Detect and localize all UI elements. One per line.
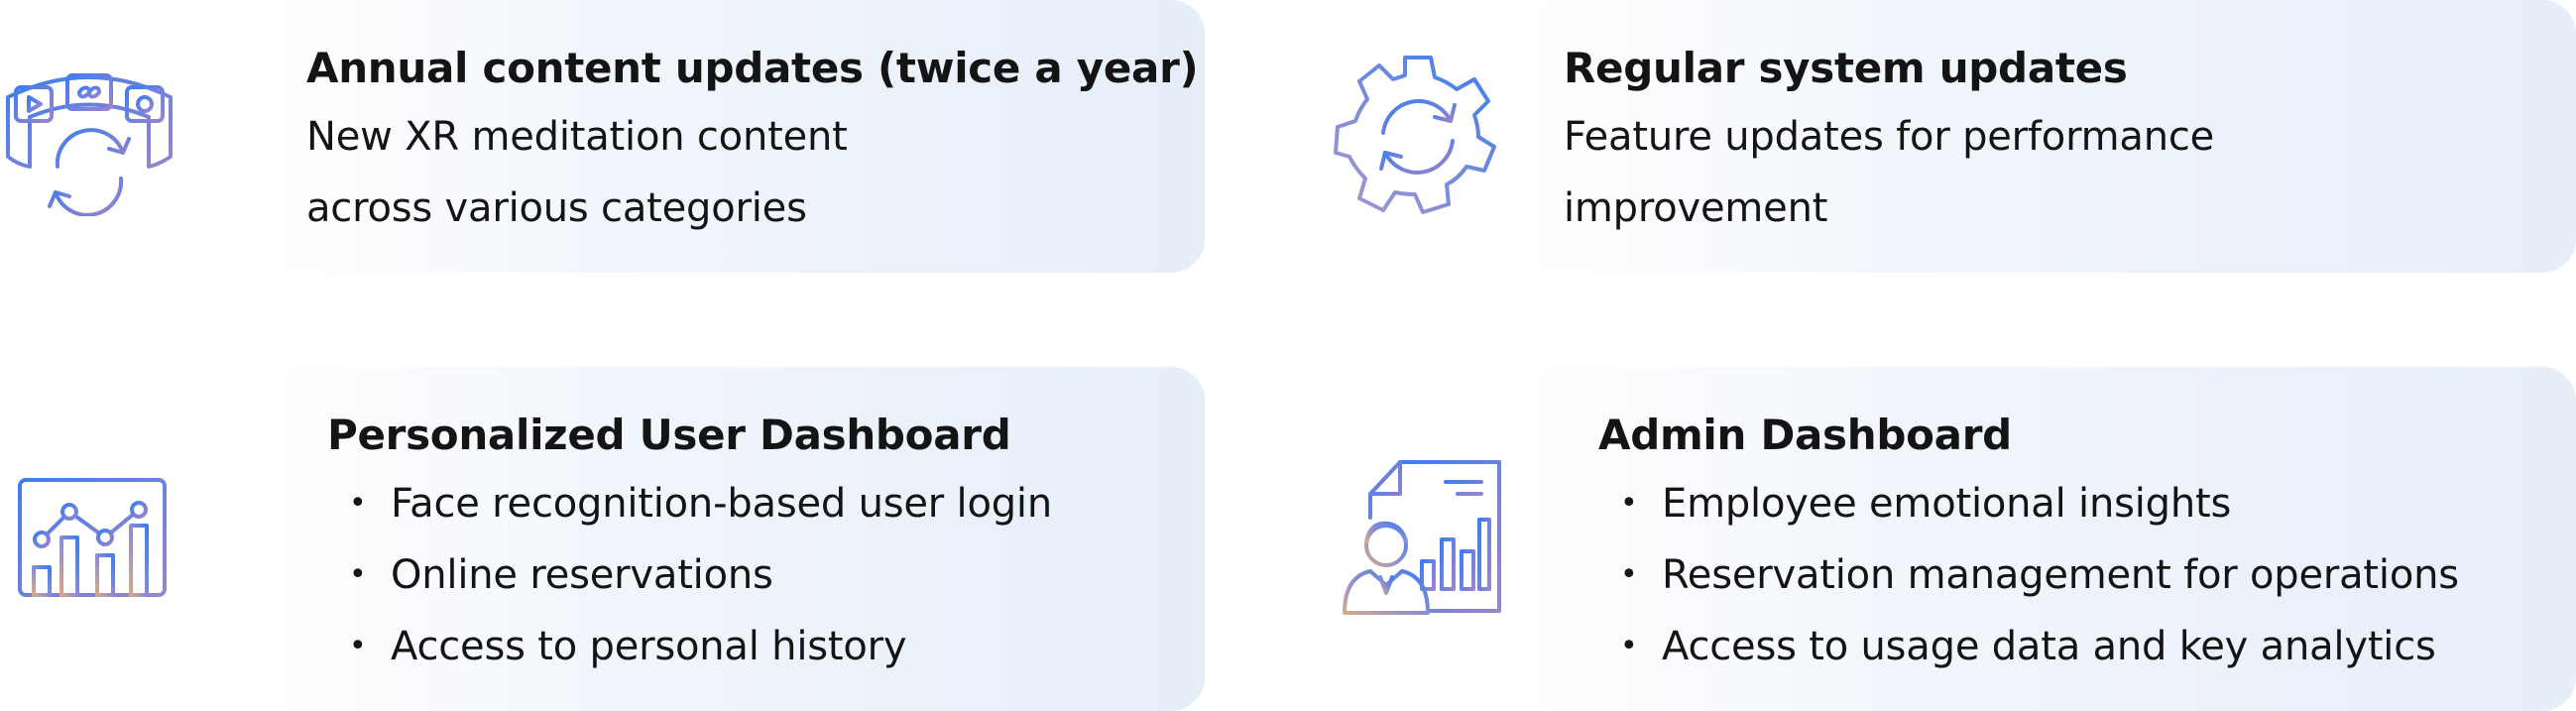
list-item: Access to personal history (327, 611, 1052, 682)
admin-report-icon (1343, 460, 1501, 615)
list-item: Access to usage data and key analytics (1598, 611, 2459, 682)
list-item: Reservation management for operations (1598, 539, 2459, 611)
card-description: Feature updates for performance improvem… (1564, 101, 2214, 244)
description-line: New XR meditation content (306, 114, 848, 160)
feature-list: Employee emotional insights Reservation … (1598, 468, 2459, 682)
card-title: Personalized User Dashboard (327, 411, 1011, 459)
description-line: improvement (1564, 185, 1828, 231)
card-system-updates (1524, 0, 2576, 273)
list-item: Face recognition-based user login (327, 468, 1052, 539)
card-title: Admin Dashboard (1598, 411, 2012, 459)
content-update-icon (6, 73, 173, 216)
card-title: Annual content updates (twice a year) (306, 44, 1199, 92)
list-item: Online reservations (327, 539, 1052, 611)
feature-list: Face recognition-based user login Online… (327, 468, 1052, 682)
description-line: across various categories (306, 185, 807, 231)
analytics-chart-icon (12, 478, 171, 597)
card-content-updates (268, 0, 1205, 273)
list-item: Employee emotional insights (1598, 468, 2459, 539)
card-description: New XR meditation content across various… (306, 101, 848, 244)
gear-refresh-icon (1334, 56, 1496, 214)
card-title: Regular system updates (1564, 44, 2128, 92)
description-line: Feature updates for performance (1564, 114, 2215, 160)
